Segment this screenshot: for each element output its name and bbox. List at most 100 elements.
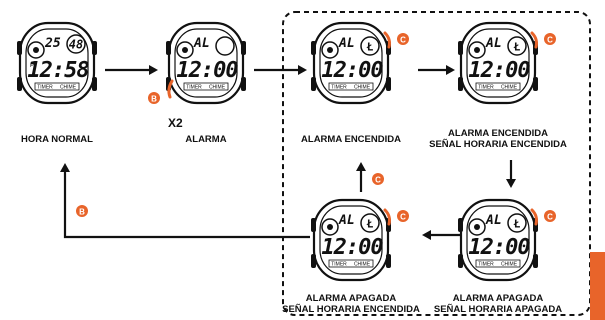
chime-label: CHIME xyxy=(501,262,518,268)
press-arc xyxy=(383,208,391,226)
side-button-left-bottom xyxy=(311,77,316,91)
mode-indicator: Ł xyxy=(513,218,521,231)
main-time-display: 12:00 xyxy=(468,235,530,260)
button-c-letter: C xyxy=(400,36,406,45)
arrow-label-b: B xyxy=(79,208,85,217)
chime-label: CHIME xyxy=(501,85,518,91)
arrow-head xyxy=(149,65,158,75)
arrow-head xyxy=(506,179,516,188)
arrow-back-to-normal xyxy=(63,172,310,239)
caption-line: ALARMA xyxy=(185,134,227,145)
top-right-segment: 48 xyxy=(69,38,83,52)
caption-normal: HORA NORMAL xyxy=(0,134,142,145)
top-left-segment: AL xyxy=(338,213,355,228)
button-c-icon xyxy=(397,210,409,222)
side-button-left-top xyxy=(311,218,316,232)
mode-indicator: Ł xyxy=(513,41,521,54)
top-left-segment: AL xyxy=(193,36,210,51)
timer-label: TIMER xyxy=(478,85,494,91)
arrow-label-c: C xyxy=(375,176,381,185)
caption-line: ALARMA APAGADA xyxy=(305,293,397,304)
side-button-left-top xyxy=(311,41,316,55)
main-time-display: 12:00 xyxy=(468,58,530,83)
main-time-display: 12:00 xyxy=(321,58,383,83)
timer-label: TIMER xyxy=(37,85,53,91)
caption-line: ALARMA APAGADA xyxy=(452,293,544,304)
side-button-right-top xyxy=(92,41,97,55)
caption-encendida: ALARMA ENCENDIDA xyxy=(266,134,436,145)
button-c-icon xyxy=(544,33,556,45)
side-button-left-top xyxy=(17,41,22,55)
button-b-letter: B xyxy=(151,95,157,104)
chime-label: CHIME xyxy=(354,85,371,91)
press-arc xyxy=(530,31,538,49)
button-c-icon xyxy=(544,210,556,222)
caption-line: ALARMA ENCENDIDA xyxy=(448,128,548,139)
chime-label: CHIME xyxy=(209,85,226,91)
press-arc xyxy=(167,79,174,99)
timer-label: TIMER xyxy=(186,85,202,91)
arrow-head xyxy=(60,163,70,172)
side-button-right-bottom xyxy=(533,77,538,91)
arrow-head xyxy=(356,162,366,171)
side-button-left-top xyxy=(166,41,171,55)
side-button-left-bottom xyxy=(458,254,463,268)
main-time-display: 12:00 xyxy=(176,58,238,83)
caption-line: SEÑAL HORARIA ENCENDIDA xyxy=(282,304,420,315)
button-c-icon xyxy=(372,173,384,185)
press-count-label: X2 xyxy=(168,116,183,130)
side-button-left-top xyxy=(458,218,463,232)
pm-indicator: P xyxy=(30,63,34,69)
press-arc xyxy=(383,31,391,49)
flow-arrows: CB xyxy=(60,65,516,240)
side-button-left-bottom xyxy=(311,254,316,268)
timer-label: TIMER xyxy=(331,85,347,91)
arrow-head xyxy=(422,230,431,240)
side-button-left-bottom xyxy=(458,77,463,91)
mode-indicator: Ł xyxy=(366,218,374,231)
side-button-right-bottom xyxy=(241,77,246,91)
side-button-right-bottom xyxy=(533,254,538,268)
caption-line: HORA NORMAL xyxy=(21,134,93,145)
button-c-letter: C xyxy=(400,213,406,222)
side-tab xyxy=(590,252,605,320)
side-button-right-bottom xyxy=(386,254,391,268)
button-c-icon xyxy=(397,33,409,45)
side-button-left-top xyxy=(458,41,463,55)
press-arc xyxy=(530,208,538,226)
timer-label: TIMER xyxy=(331,262,347,268)
button-c-letter: C xyxy=(547,36,553,45)
side-button-right-top xyxy=(241,41,246,55)
button-b-icon xyxy=(148,92,160,104)
caption-line: ALARMA ENCENDIDA xyxy=(301,134,401,145)
arrow-head xyxy=(298,65,307,75)
caption-line: SEÑAL HORARIA ENCENDIDA xyxy=(429,139,567,150)
top-left-segment: AL xyxy=(485,36,502,51)
top-left-segment: AL xyxy=(338,36,355,51)
top-left-segment: AL xyxy=(485,213,502,228)
alarm-settings-group xyxy=(282,11,591,316)
side-button-right-bottom xyxy=(92,77,97,91)
main-time-display: 12:00 xyxy=(321,235,383,260)
chime-label: CHIME xyxy=(60,85,77,91)
button-c-letter: C xyxy=(547,213,553,222)
button-b-icon xyxy=(76,205,88,217)
main-time-display: 12:58 xyxy=(27,58,89,83)
side-button-right-bottom xyxy=(386,77,391,91)
caption-line: SEÑAL HORARIA APAGADA xyxy=(433,304,563,315)
caption-alarma: ALARMA xyxy=(121,134,291,145)
top-left-segment: 25 xyxy=(44,36,61,51)
timer-label: TIMER xyxy=(478,262,494,268)
mode-indicator: Ł xyxy=(366,41,374,54)
side-button-left-bottom xyxy=(17,77,22,91)
